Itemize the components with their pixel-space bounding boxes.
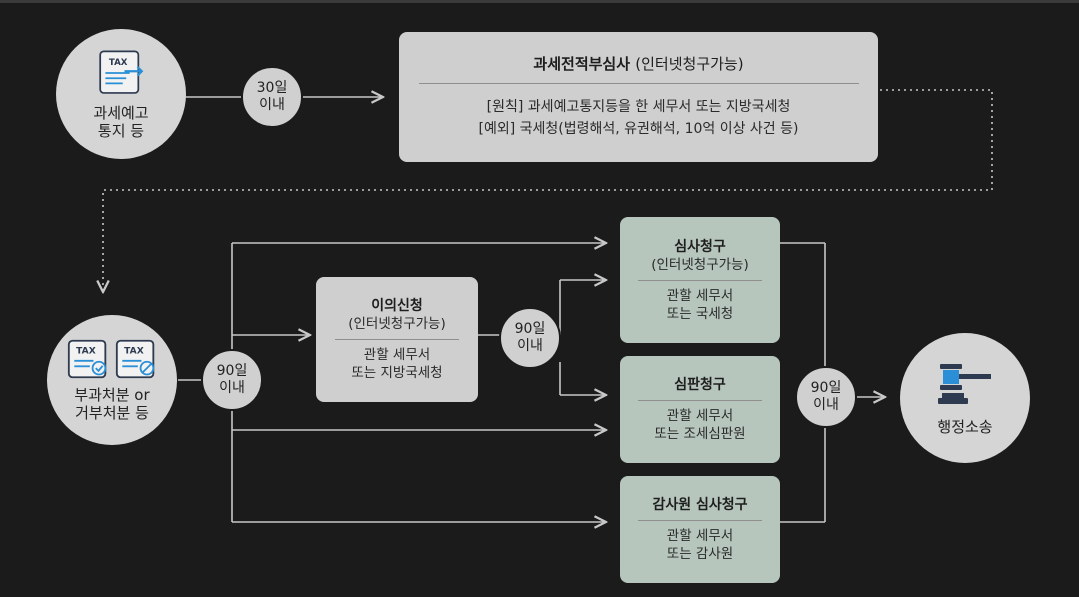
litigation-label: 행정소송 [937,418,993,436]
days-90-a-line2: 이내 [219,380,245,396]
audit-line1: 관할 세무서 [666,528,734,544]
days-90-a-line1: 90일 [216,363,248,379]
days-30-line2: 이내 [259,97,285,113]
divider [638,520,762,521]
tax-document-icon: TAX [99,50,144,94]
objection-line1: 관할 세무서 [363,347,431,363]
divider [335,339,459,340]
notice-label-1: 과세예고 [93,104,149,122]
review-box: 심사청구 (인터넷청구가능) 관할 세무서 또는 국세청 [620,217,780,343]
days-30-line1: 30일 [256,80,288,96]
objection-line2: 또는 지방국세청 [351,365,443,381]
review-line1: 관할 세무서 [666,287,734,304]
days-90-b-line1: 90일 [514,321,546,337]
notice-node: TAX 과세예고 통지 등 [56,29,186,159]
days-90-badge-b: 90일 이내 [499,307,561,369]
pre-review-box: 과세전적부심사 (인터넷청구가능) [원칙] 과세예고통지등을 한 세무서 또는… [399,32,878,162]
notice-label-2: 통지 등 [97,122,145,140]
objection-box: 이의신청 (인터넷청구가능) 관할 세무서 또는 지방국세청 [316,277,478,402]
tax-rejected-icon: TAX [115,339,155,379]
divider [418,82,859,84]
days-90-badge-a: 90일 이내 [201,349,263,411]
tribunal-box: 심판청구 관할 세무서 또는 조세심판원 [620,356,780,463]
disposition-node: TAX TAX 부과처분 or 거부처분 등 [47,315,177,445]
pre-review-principle: [원칙] 과세예고통지등을 한 세무서 또는 지방국세청 [486,98,791,115]
objection-note: (인터넷청구가능) [348,316,446,332]
pre-review-title: 과세전적부심사 (인터넷청구가능) [533,54,744,73]
divider [638,279,762,281]
objection-title: 이의신청 [371,298,423,314]
disposition-label-2: 거부처분 등 [75,404,149,422]
tribunal-title: 심판청구 [674,377,726,393]
svg-text:TAX: TAX [124,347,144,357]
audit-title: 감사원 심사청구 [652,497,748,513]
days-90-c-line2: 이내 [813,397,839,413]
dotted-arrow-to-disposition [103,89,993,292]
audit-line2: 또는 감사원 [666,546,734,562]
litigation-node: 행정소송 [900,333,1030,463]
tax-approved-icon: TAX [67,339,107,379]
divider [638,400,762,401]
review-title: 심사청구 [674,238,726,255]
pre-review-exception: [예외] 국세청(법령해석, 유권해석, 10억 이상 사건 등) [478,120,799,137]
days-90-c-line1: 90일 [810,380,842,396]
tribunal-line1: 관할 세무서 [666,408,734,424]
days-30-badge: 30일 이내 [241,66,303,128]
review-line2: 또는 국세청 [666,305,734,322]
days-90-b-line2: 이내 [517,338,543,354]
top-border [0,0,1079,3]
days-90-badge-c: 90일 이내 [795,366,857,428]
svg-text:TAX: TAX [109,58,128,68]
svg-text:TAX: TAX [76,347,96,357]
gavel-icon [938,364,991,404]
review-note: (인터넷청구가능) [651,256,749,273]
disposition-label-1: 부과처분 or [74,386,150,404]
tribunal-line2: 또는 조세심판원 [654,426,746,442]
audit-box: 감사원 심사청구 관할 세무서 또는 감사원 [620,476,780,583]
